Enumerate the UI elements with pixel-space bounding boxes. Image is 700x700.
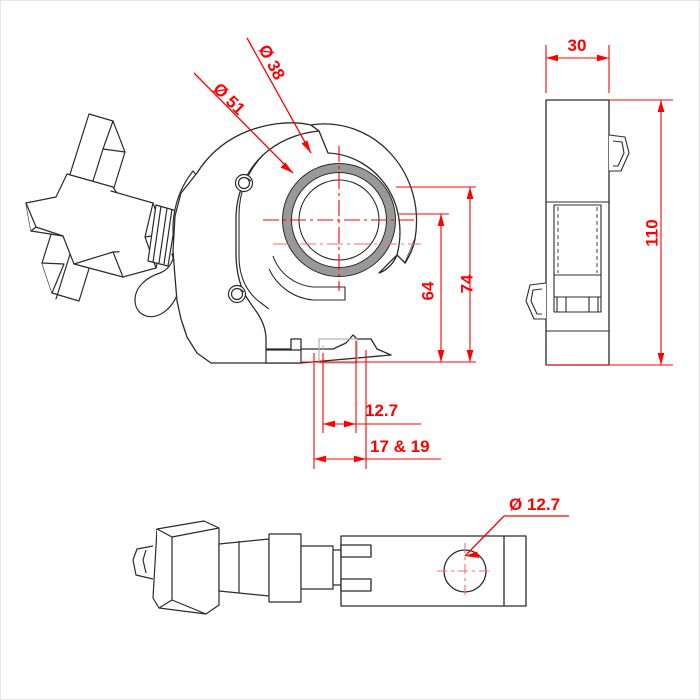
- dimension-110: [546, 99, 673, 366]
- diameter-38-label: Ø 38: [255, 42, 289, 83]
- dimension-17-and-19-label: 17 & 19: [370, 437, 430, 456]
- mounting-foot: [265, 338, 358, 364]
- dimension-12-7: [322, 341, 421, 433]
- dimension-110-label: 110: [643, 219, 662, 246]
- dimension-12-7-label: 12.7: [365, 401, 398, 420]
- bottom-body-block: [340, 535, 527, 607]
- leader-diameter-51: [193, 72, 294, 174]
- dimension-30: [545, 45, 610, 93]
- dimension-64-label: 64: [419, 281, 438, 300]
- side-view: 30 110: [525, 36, 673, 366]
- threaded-shaft: [147, 204, 178, 267]
- clamp-body: [172, 122, 392, 364]
- bottom-wing-knob: [132, 520, 220, 615]
- clamp-hook: [310, 123, 418, 274]
- dimension-30-label: 30: [568, 36, 587, 55]
- side-inner-jaw: [553, 204, 602, 313]
- diameter-51-label: Ø 51: [209, 79, 248, 118]
- bolt-hole-center-lines: [437, 543, 493, 599]
- wing-knob-handle: [25, 113, 165, 302]
- tube-center-lines: [263, 146, 414, 291]
- leader-diameter-38: [246, 37, 312, 154]
- side-body-divisions: [546, 201, 609, 332]
- rivet-heads: [227, 173, 254, 304]
- diameter-12-7-label: Ø 12.7: [509, 495, 560, 514]
- jaw-inner-channel: [238, 154, 346, 310]
- side-inner-jaw-hidden-lines: [557, 207, 598, 273]
- dimension-64: [399, 213, 449, 362]
- dimension-74-label: 74: [458, 274, 477, 293]
- dimension-74: [301, 186, 476, 363]
- dimension-17-and-19: [313, 350, 441, 469]
- bottom-shaft-assembly: [218, 533, 348, 603]
- side-hook-tab-top: [608, 134, 630, 172]
- bottom-view: Ø 12.7: [132, 495, 569, 615]
- side-hook-tab-bottom: [525, 282, 547, 320]
- front-view: 74 64 12.7: [25, 37, 477, 469]
- leader-diameter-12-7: [464, 515, 569, 558]
